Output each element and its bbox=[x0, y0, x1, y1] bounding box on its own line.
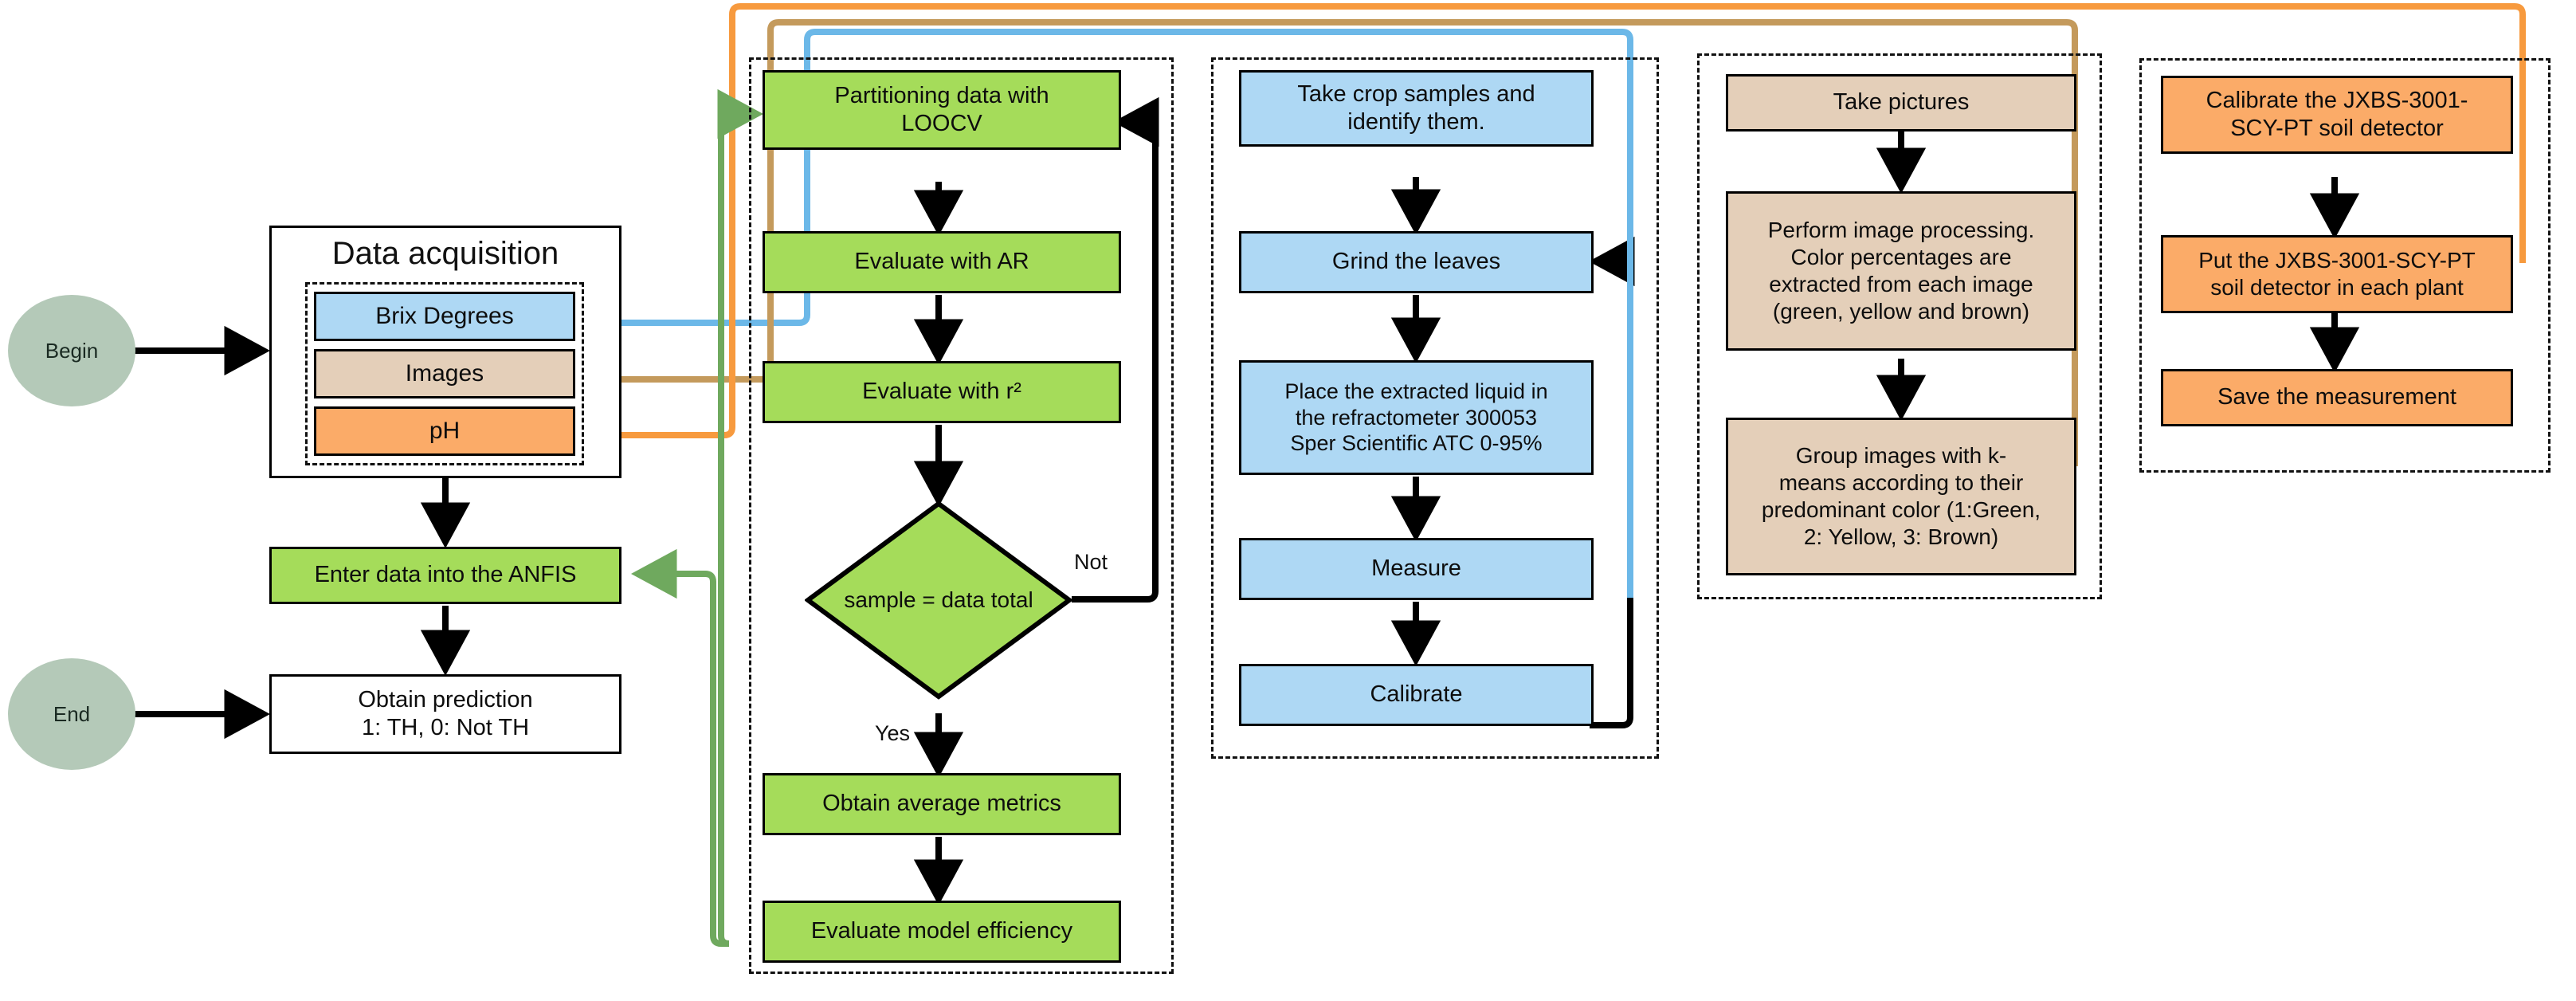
step-enter-data-anfis[interactable]: Enter data into the ANFIS bbox=[269, 547, 621, 604]
step-calibrate-soil-detector-label: Calibrate the JXBS-3001- SCY-PT soil det… bbox=[2205, 87, 2468, 141]
step-evaluate-model-efficiency-label: Evaluate model efficiency bbox=[810, 918, 1073, 944]
step-save-measurement[interactable]: Save the measurement bbox=[2161, 369, 2513, 426]
ph-group-container bbox=[2139, 58, 2551, 473]
step-take-crop-samples-label: Take crop samples and identify them. bbox=[1297, 80, 1535, 135]
step-obtain-prediction-label: Obtain prediction 1: TH, 0: Not TH bbox=[358, 686, 533, 740]
step-grind-the-leaves[interactable]: Grind the leaves bbox=[1239, 231, 1594, 293]
source-brix-degrees[interactable]: Brix Degrees bbox=[314, 292, 575, 341]
step-place-liquid-refractometer-label: Place the extracted liquid in the refrac… bbox=[1284, 379, 1548, 456]
terminator-begin: Begin bbox=[8, 295, 135, 406]
step-put-soil-detector[interactable]: Put the JXBS-3001-SCY-PT soil detector i… bbox=[2161, 235, 2513, 313]
step-measure[interactable]: Measure bbox=[1239, 538, 1594, 600]
brix-group-container bbox=[1211, 57, 1659, 759]
step-group-images-kmeans[interactable]: Group images with k- means according to … bbox=[1726, 418, 2076, 575]
step-evaluate-ar-label: Evaluate with AR bbox=[854, 249, 1029, 275]
step-put-soil-detector-label: Put the JXBS-3001-SCY-PT soil detector i… bbox=[2198, 247, 2476, 300]
step-measure-label: Measure bbox=[1371, 555, 1461, 582]
step-grind-the-leaves-label: Grind the leaves bbox=[1331, 249, 1501, 275]
step-take-pictures[interactable]: Take pictures bbox=[1726, 74, 2076, 132]
step-take-crop-samples[interactable]: Take crop samples and identify them. bbox=[1239, 70, 1594, 147]
step-perform-image-processing-label: Perform image processing. Color percenta… bbox=[1767, 217, 2035, 324]
step-calibrate-soil-detector[interactable]: Calibrate the JXBS-3001- SCY-PT soil det… bbox=[2161, 76, 2513, 154]
terminator-begin-label: Begin bbox=[45, 338, 99, 363]
source-ph[interactable]: pH bbox=[314, 406, 575, 456]
step-perform-image-processing[interactable]: Perform image processing. Color percenta… bbox=[1726, 191, 2076, 351]
anfis-group-container bbox=[749, 57, 1174, 974]
decision-diamond-shape bbox=[803, 500, 1074, 700]
terminator-end: End bbox=[8, 658, 135, 770]
step-partitioning-loocv-label: Partitioning data with LOOCV bbox=[834, 82, 1049, 136]
step-save-measurement-label: Save the measurement bbox=[2217, 384, 2456, 410]
branch-label-yes: Yes bbox=[875, 721, 911, 745]
step-evaluate-model-efficiency[interactable]: Evaluate model efficiency bbox=[763, 901, 1121, 963]
source-ph-label: pH bbox=[429, 417, 461, 444]
step-obtain-prediction[interactable]: Obtain prediction 1: TH, 0: Not TH bbox=[269, 674, 621, 754]
decision-sample-equals-data-total-label: sample = data total bbox=[844, 587, 1033, 612]
step-place-liquid-refractometer[interactable]: Place the extracted liquid in the refrac… bbox=[1239, 360, 1594, 475]
step-calibrate-refractometer[interactable]: Calibrate bbox=[1239, 664, 1594, 726]
source-images[interactable]: Images bbox=[314, 349, 575, 398]
step-group-images-kmeans-label: Group images with k- means according to … bbox=[1761, 442, 2041, 550]
step-evaluate-r2[interactable]: Evaluate with r² bbox=[763, 361, 1121, 423]
step-obtain-average-metrics[interactable]: Obtain average metrics bbox=[763, 773, 1121, 835]
source-images-label: Images bbox=[405, 359, 484, 387]
data-acquisition-title: Data acquisition bbox=[331, 236, 559, 271]
connector-anfis-feedback-tail bbox=[630, 548, 729, 947]
step-enter-data-anfis-label: Enter data into the ANFIS bbox=[314, 562, 577, 588]
step-partitioning-loocv[interactable]: Partitioning data with LOOCV bbox=[763, 70, 1121, 150]
step-evaluate-r2-label: Evaluate with r² bbox=[862, 379, 1021, 405]
data-acquisition-sources-group bbox=[305, 282, 584, 465]
step-obtain-average-metrics-label: Obtain average metrics bbox=[822, 791, 1061, 817]
data-acquisition-panel: Data acquisition Brix Degrees Images pH bbox=[269, 226, 621, 478]
step-take-pictures-label: Take pictures bbox=[1833, 89, 1970, 116]
step-calibrate-refractometer-label: Calibrate bbox=[1370, 681, 1463, 708]
branch-label-not: Not bbox=[1074, 550, 1108, 574]
decision-sample-equals-data-total[interactable]: sample = data total bbox=[803, 500, 1074, 700]
images-group-container bbox=[1697, 53, 2102, 599]
source-brix-degrees-label: Brix Degrees bbox=[375, 302, 514, 329]
terminator-end-label: End bbox=[53, 701, 91, 726]
step-evaluate-ar[interactable]: Evaluate with AR bbox=[763, 231, 1121, 293]
